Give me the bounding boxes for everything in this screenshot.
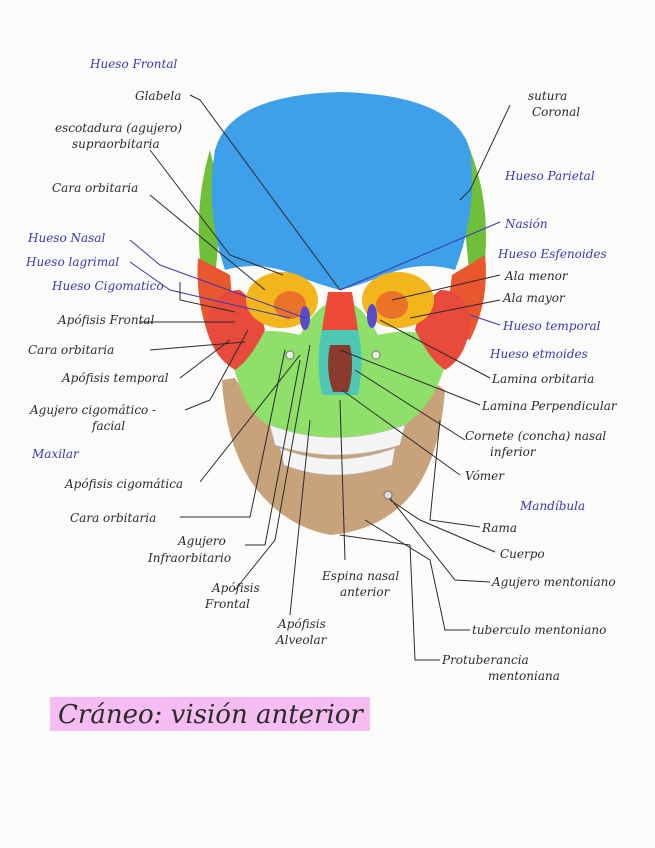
teeth-upper (269, 424, 406, 456)
label-mandibula: Mandíbula (519, 499, 585, 513)
label-hueso-lagrimal: Hueso lagrimal (25, 255, 119, 269)
infraorbital-foramen (285, 350, 295, 360)
label-vomer: Vómer (465, 469, 505, 483)
label-protuberancia-1: Protuberancia (441, 653, 529, 667)
label-cornete-2: inferior (490, 445, 537, 459)
leader-lines (129, 94, 511, 661)
nasal-bone (322, 292, 358, 330)
label-hueso-frontal: Hueso Frontal (89, 57, 177, 71)
label-escotadura-1: escotadura (agujero) (55, 121, 182, 135)
label-sutura-coronal-1: sutura (528, 89, 567, 103)
skull-illustration (197, 92, 486, 535)
label-cara-orbitaria-top: Cara orbitaria (52, 181, 138, 195)
label-hueso-cigomatico: Hueso Cigomatico (51, 279, 164, 293)
title-text: Cráneo: visión anterior (58, 700, 364, 730)
label-nasion: Nasión (504, 217, 548, 231)
label-agujero-infra-2: Infraorbitario (147, 551, 231, 565)
ethmoid-right (367, 304, 377, 328)
label-hueso-nasal: Hueso Nasal (27, 231, 105, 245)
mental-foramen (383, 490, 393, 500)
label-hueso-temporal: Hueso temporal (502, 319, 601, 333)
label-hueso-parietal: Hueso Parietal (504, 169, 595, 183)
label-cornete-1: Cornete (concha) nasal (465, 429, 606, 443)
label-agujero-cigomatico-1: Agujero cigomático - (29, 403, 156, 417)
label-apofisis-frontal-left: Apófisis Frontal (57, 313, 155, 327)
label-apofisis-alveolar-1: Apófisis (277, 617, 326, 631)
label-rama: Rama (481, 521, 517, 535)
label-cuerpo: Cuerpo (500, 547, 545, 561)
label-apofisis-temporal: Apófisis temporal (61, 371, 169, 385)
label-ala-menor: Ala menor (504, 269, 569, 283)
label-apofisis-frontal-bottom-2: Frontal (204, 597, 250, 611)
label-apofisis-frontal-bottom-1: Apófisis (211, 581, 260, 595)
label-ala-mayor: Ala mayor (502, 291, 566, 305)
orbit-right-inner (376, 291, 408, 319)
label-cara-orbitaria-low: Cara orbitaria (70, 511, 156, 525)
label-escotadura-2: supraorbitaria (72, 137, 160, 151)
label-agujero-mentoniano: Agujero mentoniano (491, 575, 616, 589)
label-lamina-perpendicular: Lamina Perpendicular (481, 399, 618, 413)
label-tuberculo-mentoniano: tuberculo mentoniano (472, 623, 606, 637)
frontal-bone (211, 92, 473, 290)
label-sutura-coronal-2: Coronal (532, 105, 580, 119)
label-lamina-orbitaria: Lamina orbitaria (491, 372, 594, 386)
label-cara-orbitaria-mid: Cara orbitaria (28, 343, 114, 357)
orbit-left-inner (274, 291, 306, 319)
label-protuberancia-2: mentoniana (488, 669, 560, 683)
vomer-region (328, 345, 353, 392)
label-espina-nasal-2: anterior (340, 585, 391, 599)
title-highlight (50, 697, 370, 731)
label-agujero-cigomatico-2: facial (91, 419, 125, 433)
diagram-title: Cráneo: visión anterior (50, 697, 370, 731)
label-espina-nasal-1: Espina nasal (321, 569, 399, 583)
label-hueso-etmoides: Hueso etmoides (489, 347, 588, 361)
label-apofisis-alveolar-2: Alveolar (275, 633, 328, 647)
infraorbital-foramen-right (371, 350, 381, 360)
label-hueso-esfenoides: Hueso Esfenoides (497, 247, 607, 261)
label-glabela: Glabela (135, 89, 181, 103)
teeth-lower (279, 447, 396, 476)
label-agujero-infra-1: Agujero (177, 534, 226, 548)
label-apofisis-cigomatica: Apófisis cigomática (64, 477, 183, 491)
labels: Hueso Frontal Glabela escotadura (agujer… (25, 57, 618, 683)
label-maxilar: Maxilar (31, 447, 80, 461)
